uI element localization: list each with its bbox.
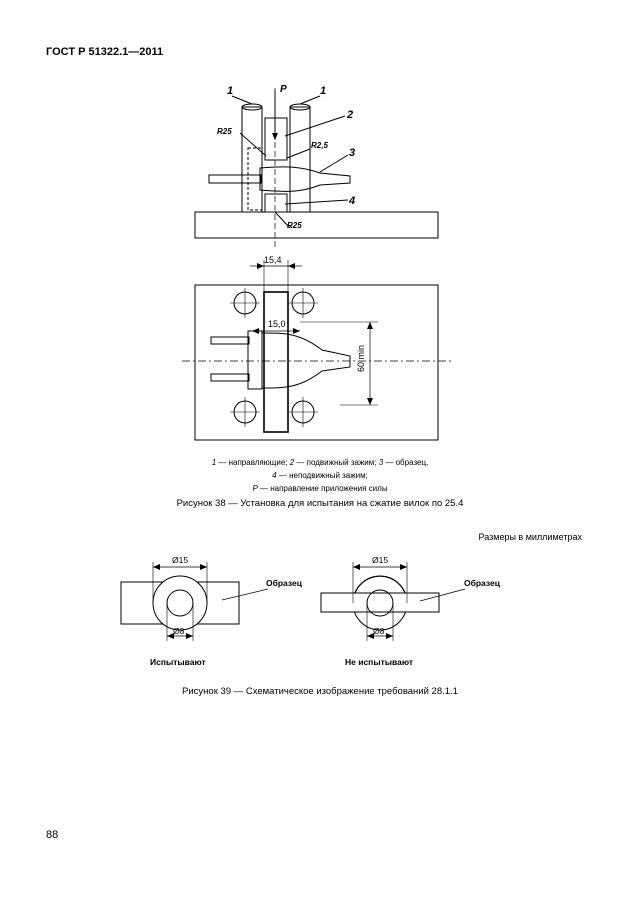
callout-fixed-clamp: 4 [348, 195, 355, 207]
legend-line-2: 4 — неподвижный зажим; [272, 471, 368, 480]
sample-label-left: Образец [266, 578, 303, 588]
plan-plug-body [247, 330, 263, 390]
figure39-caption: Рисунок 39 — Схематическое изображение т… [182, 686, 458, 697]
legend-line-1: 1 — направляющие; 2 — подвижный зажим; 3… [211, 458, 429, 467]
dimensions-note: Размеры в миллиметрах [478, 532, 582, 542]
callout-guides: 1 [227, 85, 233, 97]
status-right: Не испытывают [345, 657, 413, 667]
dimension-15-0: 15,0 [268, 319, 286, 329]
page-number: 88 [46, 829, 59, 841]
radius-r25-bottom: R25 [287, 221, 302, 230]
guide-right [289, 106, 311, 213]
radius-r2-5: R2,5 [311, 141, 328, 150]
sample-body [259, 166, 351, 192]
base-plate [194, 211, 439, 239]
bolt-bottom-right [288, 397, 318, 427]
figure38-plan-view [182, 260, 452, 441]
plan-base [194, 284, 439, 441]
plan-clamp [263, 291, 289, 433]
bolt-bottom-left [230, 397, 260, 427]
legend-line-3: P — направление приложения силы [252, 484, 388, 493]
inner-dia-left: Ø8 [173, 626, 185, 636]
outer-dia-left: Ø15 [172, 555, 188, 565]
force-label: P [280, 84, 287, 95]
figure38-legend: 1 — направляющие; 2 — подвижный зажим; 3… [120, 456, 520, 495]
status-left: Испытывают [150, 657, 206, 667]
figure39-right [320, 562, 466, 641]
sample-label-right: Образец [464, 578, 501, 588]
outer-dia-right: Ø15 [372, 555, 388, 565]
document-header: ГОСТ Р 51322.1—2011 [46, 46, 164, 58]
figure39-left [120, 562, 269, 641]
callout-movable-clamp: 2 [346, 109, 353, 121]
figure38-caption: Рисунок 38 — Установка для испытания на … [176, 498, 464, 509]
radius-r25-top: R25 [217, 127, 232, 136]
bolt-top-left [230, 288, 260, 318]
ring-outer-left [152, 575, 208, 631]
fixed-clamp [264, 193, 288, 213]
inner-dia-right: Ø8 [373, 626, 385, 636]
callout-sample: 3 [349, 147, 355, 159]
movable-clamp [264, 117, 288, 161]
callout-guides-right: 1 [320, 85, 326, 97]
figure38-side-view [194, 88, 439, 248]
bolt-top-right [288, 288, 318, 318]
dimension-15-4: 15,4 [264, 255, 282, 265]
dimension-60-min: 60 min [356, 345, 366, 372]
guide-left [241, 106, 263, 213]
